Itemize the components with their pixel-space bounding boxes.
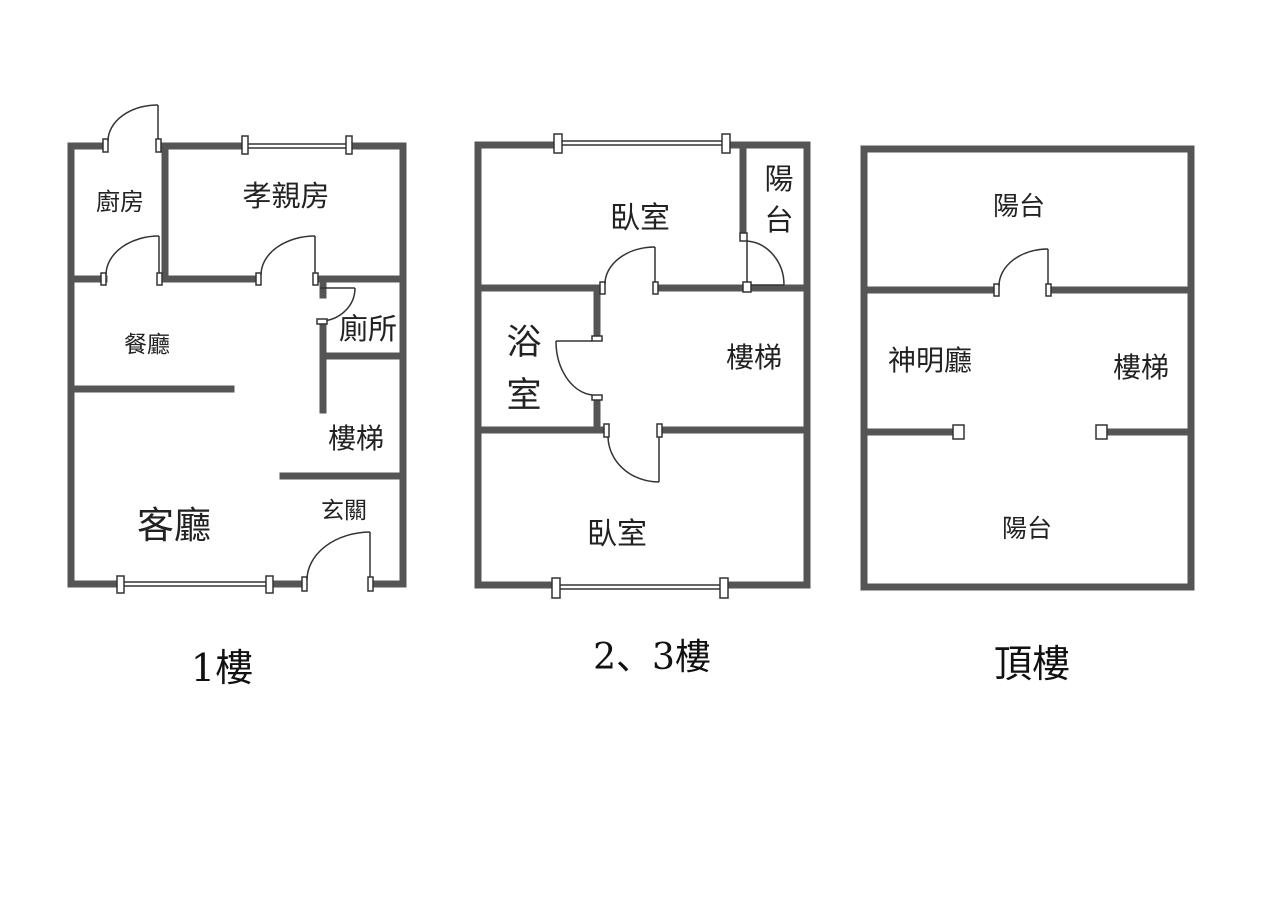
room-label-bedroom-back: 臥室 bbox=[587, 517, 647, 552]
room-label-bath-char-2: 室 bbox=[506, 376, 541, 416]
floor-1-window-top-jamb-right bbox=[345, 135, 353, 155]
floor-2-window-bottom-jamb-right bbox=[719, 577, 729, 599]
room-label-stairs-2: 樓梯 bbox=[726, 341, 782, 374]
room-label-balcony-char-1: 陽 bbox=[764, 162, 793, 196]
floor-2-door-bedroom-arc bbox=[604, 246, 656, 285]
room-label-bath-char-1: 浴 bbox=[506, 323, 541, 363]
floor-2-door-balcony-jamb bbox=[739, 232, 748, 242]
floor-2-plan bbox=[474, 141, 811, 589]
room-label-stairs: 樓梯 bbox=[328, 422, 384, 455]
roof-door-jamb-l bbox=[993, 283, 1000, 297]
floor-caption-roof: 頂樓 bbox=[994, 642, 1070, 686]
floor-2-windows-doors bbox=[551, 133, 785, 599]
roof-door-arc bbox=[998, 248, 1049, 287]
floor-2-labels: 臥室 陽 台 浴 室 樓梯 臥室 2、3樓 bbox=[506, 162, 793, 678]
floor-1-door-kitchen-arc bbox=[107, 104, 159, 142]
floor-2-door-back-jamb-r bbox=[656, 423, 663, 438]
floor-1-door-parents-jamb-l bbox=[255, 272, 262, 286]
roof-windows-doors bbox=[952, 248, 1108, 440]
floor-2-door-bedroom-jamb-r bbox=[652, 281, 659, 295]
floor-1-door-toilet-jamb bbox=[316, 318, 328, 325]
floor-2-window-bottom-jamb-left bbox=[551, 577, 561, 599]
floor-1-door-kitchen-jamb-r bbox=[155, 138, 162, 153]
room-label-balcony-char-2: 台 bbox=[764, 203, 793, 237]
room-label-dining: 餐廳 bbox=[124, 332, 170, 358]
room-label-living: 客廳 bbox=[137, 504, 211, 547]
roof-door-jamb-r bbox=[1045, 283, 1052, 297]
floor-2-door-bath-jamb-t bbox=[591, 335, 603, 342]
floor-2-door-bedroom-jamb-l bbox=[599, 281, 606, 295]
floor-2-window-top-jamb-right bbox=[721, 133, 731, 154]
room-label-shrine-hall: 神明廳 bbox=[888, 344, 972, 377]
floor-1-plan bbox=[67, 142, 407, 588]
floor-1-door-dining-jamb-l bbox=[100, 272, 107, 286]
room-label-bedroom-front: 臥室 bbox=[610, 201, 670, 236]
room-label-balcony-front: 陽台 bbox=[993, 192, 1045, 222]
floor-1-labels: 廚房 孝親房 餐廳 廁所 樓梯 客廳 玄關 1樓 bbox=[96, 179, 397, 690]
room-label-parents-room: 孝親房 bbox=[242, 179, 329, 213]
floor-1-door-parents-jamb-r bbox=[312, 272, 319, 286]
floor-1-door-parents-arc bbox=[260, 235, 316, 276]
floor-2-window-top-jamb-left bbox=[553, 133, 563, 154]
room-label-stairs-roof: 樓梯 bbox=[1113, 351, 1169, 384]
roof-post-right bbox=[1095, 424, 1108, 440]
floor-caption-1: 1樓 bbox=[191, 646, 253, 690]
floor-1-door-dining-jamb-r bbox=[156, 272, 163, 286]
roof-plan bbox=[860, 145, 1195, 591]
floor-1-door-entrance-jamb-l bbox=[301, 576, 308, 592]
floor-1-door-entrance-jamb-r bbox=[367, 576, 374, 592]
floor-2-door-bath-arc bbox=[555, 340, 593, 396]
floor-caption-2-3: 2、3樓 bbox=[593, 637, 711, 678]
floor-1-windows-doors bbox=[100, 104, 374, 594]
floor-2-door-balcony-arc bbox=[746, 240, 785, 286]
floor-1-window-top-jamb-left bbox=[241, 135, 249, 155]
room-label-kitchen: 廚房 bbox=[96, 188, 144, 216]
roof-post-left bbox=[952, 424, 965, 440]
floor-1-door-entrance-arc bbox=[306, 531, 371, 581]
floor-2-door-back-jamb-l bbox=[603, 423, 610, 438]
floor-1-door-dining-arc bbox=[105, 235, 160, 276]
room-label-balcony-back: 陽台 bbox=[1002, 514, 1052, 543]
room-label-toilet: 廁所 bbox=[339, 312, 397, 346]
floor-2-door-bath-jamb-b bbox=[591, 394, 603, 401]
floor-1-door-kitchen-jamb-l bbox=[102, 138, 109, 153]
floor-1-window-bottom-jamb-left bbox=[116, 575, 125, 594]
room-label-entrance: 玄關 bbox=[321, 498, 367, 524]
roof-labels: 陽台 神明廳 樓梯 陽台 頂樓 bbox=[888, 192, 1169, 686]
floor-2-door-back-arc bbox=[607, 436, 660, 483]
floor-2-door-balcony-jamb2 bbox=[742, 281, 752, 293]
floor-1-window-bottom-jamb-right bbox=[265, 575, 274, 594]
